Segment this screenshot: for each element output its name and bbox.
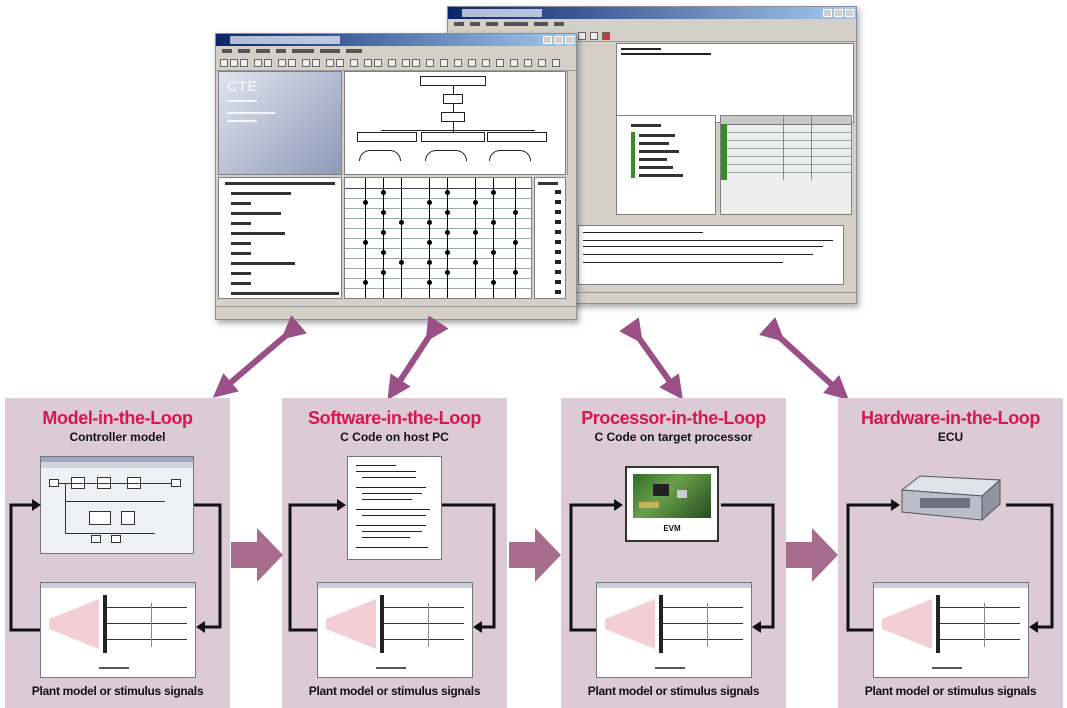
plant-model-screenshot [317,582,473,678]
tool-window-left: CTE [215,33,577,320]
panel-model-in-the-loop: Model-in-the-Loop Controller model [5,398,230,708]
chevron-right-arrow-icon [786,528,838,582]
panel-title: Hardware-in-the-Loop [861,408,1040,428]
ecu-box-icon [900,475,1002,522]
statusbar [448,292,856,303]
statusbar [216,306,576,319]
output-pane [578,225,844,285]
panel-title: Processor-in-the-Loop [581,408,766,428]
panel-hardware-in-the-loop: Hardware-in-the-Loop ECU Plant model or … [838,398,1063,708]
feedback-loop-arrow-icon [9,499,222,633]
chevron-right-arrow-icon [231,528,283,582]
close-icon[interactable] [845,9,854,17]
plant-model-screenshot [596,582,752,678]
panel-footer: Plant model or stimulus signals [308,684,481,698]
panel-software-in-the-loop: Software-in-the-Loop C Code on host PC P… [282,398,507,708]
panel-subtitle: C Code on target processor [594,430,753,444]
table-pane [720,115,852,215]
editor-pane [616,43,854,123]
panel-processor-in-the-loop: Processor-in-the-Loop C Code on target p… [561,398,786,708]
double-headed-arrow-icon [759,317,849,401]
close-icon[interactable] [565,36,574,44]
panel-footer: Plant model or stimulus signals [31,684,204,698]
vertical-scrollbar[interactable] [567,71,576,175]
panel-footer: Plant model or stimulus signals [864,684,1037,698]
feedback-loop-arrow-icon [569,499,775,633]
panel-subtitle: Controller model [69,430,166,444]
panel-footer: Plant model or stimulus signals [587,684,760,698]
chevron-right-arrow-icon [509,528,561,582]
test-case-list-pane [218,177,342,299]
panel-subtitle: C Code on host PC [340,430,449,444]
plant-model-screenshot [40,582,196,678]
panel-title: Model-in-the-Loop [42,408,193,428]
logo-pane: CTE [218,71,342,175]
tool-window-right [447,6,857,304]
panel-subtitle: ECU [937,430,964,444]
feedback-loop-arrow-icon [846,499,1054,633]
controller-model-diagram-icon [40,456,194,554]
double-headed-arrow-icon [387,315,449,401]
classification-tree-pane [344,71,566,175]
window-titlebar [448,7,856,19]
menubar [216,46,576,56]
evaluation-board-icon: EVM [625,466,719,542]
board-label: EVM [663,524,681,533]
plant-model-screenshot [873,582,1029,678]
logo-text: CTE [227,78,258,94]
double-headed-arrow-icon [619,317,683,400]
menubar [448,19,856,29]
toolbar [216,56,576,71]
tree-pane [616,115,716,215]
double-headed-arrow-icon [212,315,307,398]
test-info-column [534,177,566,299]
panel-title: Software-in-the-Loop [308,408,481,428]
test-matrix-pane [344,177,532,299]
feedback-loop-arrow-icon [288,499,496,633]
c-code-listing-icon [347,456,442,560]
window-titlebar [216,34,576,46]
